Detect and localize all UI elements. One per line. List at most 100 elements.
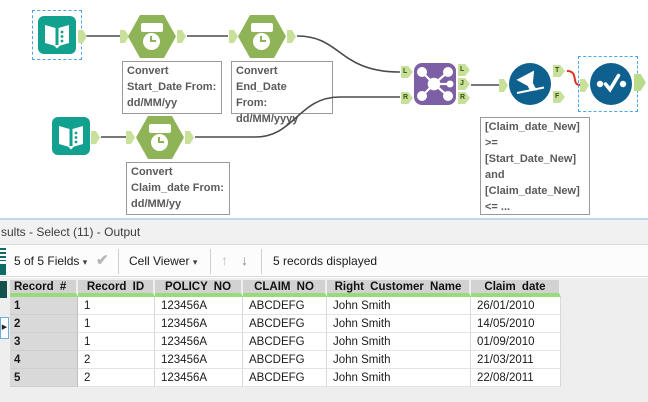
cell-policy-no[interactable]: 123456A bbox=[155, 369, 243, 387]
cell-claim-date[interactable]: 14/05/2010 bbox=[471, 315, 561, 333]
fields-dropdown[interactable]: 5 of 5 Fields ▾ bbox=[14, 254, 87, 268]
datetime-icon bbox=[141, 23, 163, 32]
filter-false-anchor[interactable]: F bbox=[553, 91, 565, 103]
cell-record-id[interactable]: 1 bbox=[78, 315, 155, 333]
cell-claim-date[interactable]: 26/01/2010 bbox=[471, 297, 561, 315]
input-anchor[interactable] bbox=[499, 79, 508, 92]
cell-customer-name[interactable]: John Smith bbox=[327, 333, 471, 351]
join-output-anchor-left[interactable]: L bbox=[458, 64, 470, 76]
cell-record-id[interactable]: 2 bbox=[78, 351, 155, 369]
output-anchor[interactable] bbox=[91, 131, 100, 144]
cell-policy-no[interactable]: 123456A bbox=[155, 351, 243, 369]
row-number-cell[interactable]: 2 bbox=[10, 315, 78, 333]
scroll-down-button[interactable]: ↓ bbox=[241, 252, 248, 268]
down-arrow-icon: ↓ bbox=[241, 252, 248, 268]
row-number-cell[interactable]: 1 bbox=[10, 297, 78, 315]
cell-customer-name[interactable]: John Smith bbox=[327, 297, 471, 315]
row-number-cell[interactable]: 5 bbox=[10, 369, 78, 387]
tool-filter[interactable] bbox=[509, 63, 551, 105]
column-header-claim-no[interactable]: CLAIM NO bbox=[243, 280, 327, 297]
input-anchor[interactable] bbox=[126, 131, 135, 144]
input-anchor[interactable] bbox=[120, 30, 129, 43]
annotation-line: dd/MM/yy bbox=[131, 198, 182, 210]
input-anchor[interactable] bbox=[229, 30, 238, 43]
column-header-policy-no[interactable]: POLICY NO bbox=[155, 280, 243, 297]
cell-record-id[interactable]: 1 bbox=[78, 297, 155, 315]
panel-toggle-button[interactable]: ▶ bbox=[0, 317, 9, 339]
panel-divider[interactable] bbox=[0, 218, 648, 220]
filter-true-anchor[interactable]: T bbox=[553, 65, 565, 77]
table-row[interactable]: 1 1 123456A ABCDEFG John Smith 26/01/201… bbox=[10, 297, 561, 315]
cell-claim-no[interactable]: ABCDEFG bbox=[243, 351, 327, 369]
cell-customer-name[interactable]: John Smith bbox=[327, 351, 471, 369]
cell-customer-name[interactable]: John Smith bbox=[327, 315, 471, 333]
cell-policy-no[interactable]: 123456A bbox=[155, 315, 243, 333]
join-output-anchor-join[interactable]: J bbox=[458, 78, 470, 90]
output-anchor[interactable] bbox=[177, 30, 186, 43]
table-row[interactable]: 2 1 123456A ABCDEFG John Smith 14/05/201… bbox=[10, 315, 561, 333]
column-header-customer-name[interactable]: Right Customer Name bbox=[327, 280, 471, 297]
cell-policy-no[interactable]: 123456A bbox=[155, 333, 243, 351]
column-header-claim-date[interactable]: Claim date bbox=[471, 280, 561, 297]
cell-claim-date[interactable]: 22/08/2011 bbox=[471, 369, 561, 387]
tool-datetime-3[interactable] bbox=[136, 116, 184, 159]
annotation-line: [Claim_date_New] bbox=[485, 185, 580, 197]
annotation-line: Convert bbox=[127, 65, 169, 77]
up-arrow-icon: ↑ bbox=[221, 252, 228, 268]
cell-viewer-label: Cell Viewer bbox=[129, 254, 190, 268]
toolbar-separator bbox=[261, 249, 262, 274]
row-number-cell[interactable]: 3 bbox=[10, 333, 78, 351]
tool-select[interactable] bbox=[590, 63, 632, 105]
tool-input-data-2[interactable] bbox=[52, 117, 90, 155]
join-icon bbox=[417, 67, 454, 101]
column-header-record-number[interactable]: Record # bbox=[10, 280, 78, 297]
join-output-anchor-right[interactable]: R bbox=[458, 92, 470, 104]
cell-claim-no[interactable]: ABCDEFG bbox=[243, 315, 327, 333]
output-anchor[interactable] bbox=[634, 74, 646, 91]
rail-icon-fragment[interactable] bbox=[0, 281, 7, 298]
cell-viewer-dropdown[interactable]: Cell Viewer ▾ bbox=[129, 254, 197, 268]
cell-claim-no[interactable]: ABCDEFG bbox=[243, 369, 327, 387]
annotation-claim-date[interactable]: Convert Claim_date From: dd/MM/yy bbox=[126, 162, 230, 215]
workflow-canvas[interactable]: Convert Start_Date From: dd/MM/yy Conver… bbox=[0, 0, 648, 218]
column-header-record-id[interactable]: Record ID bbox=[78, 280, 155, 297]
cell-customer-name[interactable]: John Smith bbox=[327, 369, 471, 387]
input-anchor[interactable] bbox=[580, 79, 589, 92]
row-number-cell[interactable]: 4 bbox=[10, 351, 78, 369]
tool-datetime-2[interactable] bbox=[238, 15, 286, 58]
rail-icon-fragment[interactable] bbox=[0, 264, 6, 275]
annotation-line: Start_Date From: bbox=[127, 81, 217, 93]
cell-record-id[interactable]: 2 bbox=[78, 369, 155, 387]
tool-join[interactable] bbox=[414, 63, 456, 105]
cell-record-id[interactable]: 1 bbox=[78, 333, 155, 351]
cell-claim-no[interactable]: ABCDEFG bbox=[243, 333, 327, 351]
cell-claim-no[interactable]: ABCDEFG bbox=[243, 297, 327, 315]
join-input-anchor-right[interactable]: R bbox=[401, 92, 413, 104]
scroll-up-button[interactable]: ↑ bbox=[221, 252, 228, 268]
table-row[interactable]: 4 2 123456A ABCDEFG John Smith 21/03/201… bbox=[10, 351, 561, 369]
annotation-filter-expression[interactable]: [Claim_date_New] >= [Start_Date_New] and… bbox=[480, 117, 590, 215]
table-row[interactable]: 3 1 123456A ABCDEFG John Smith 01/09/201… bbox=[10, 333, 561, 351]
annotation-line: >= bbox=[485, 137, 498, 149]
annotation-line: [Claim_date_New] bbox=[485, 121, 580, 133]
tool-datetime-1[interactable] bbox=[128, 15, 176, 58]
apply-check-icon[interactable]: ✔ bbox=[96, 251, 109, 269]
rail-icon-fragment[interactable] bbox=[0, 248, 6, 261]
records-count-text: 5 records displayed bbox=[273, 254, 378, 268]
right-arrow-icon: ▶ bbox=[1, 324, 8, 331]
cell-claim-date[interactable]: 01/09/2010 bbox=[471, 333, 561, 351]
annotation-end-date[interactable]: Convert End_Date From: dd/MM/yyyy bbox=[231, 61, 333, 125]
cell-policy-no[interactable]: 123456A bbox=[155, 297, 243, 315]
annotation-start-date[interactable]: Convert Start_Date From: dd/MM/yy bbox=[122, 61, 222, 114]
cell-claim-date[interactable]: 21/03/2011 bbox=[471, 351, 561, 369]
output-anchor[interactable] bbox=[287, 30, 296, 43]
output-anchor[interactable] bbox=[185, 131, 194, 144]
input-data-icon bbox=[45, 25, 69, 49]
table-row[interactable]: 5 2 123456A ABCDEFG John Smith 22/08/201… bbox=[10, 369, 561, 387]
join-input-anchor-left[interactable]: L bbox=[401, 66, 413, 78]
tool-input-data-1[interactable] bbox=[38, 16, 76, 54]
output-anchor[interactable] bbox=[78, 30, 87, 43]
results-panel-title: sults - Select (11) - Output bbox=[1, 225, 141, 239]
annotation-line: dd/MM/yy bbox=[127, 97, 178, 109]
